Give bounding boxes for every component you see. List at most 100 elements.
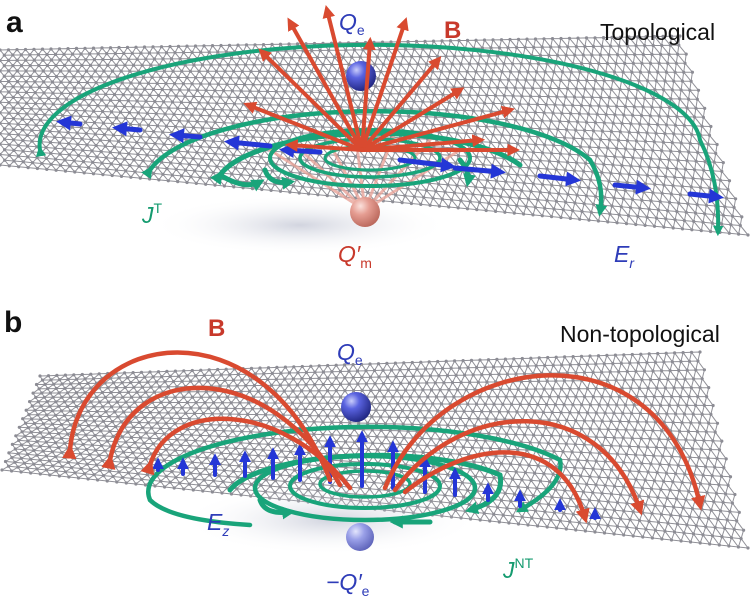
lattice-atom xyxy=(319,186,323,190)
lattice-atom xyxy=(642,148,646,152)
lattice-atom xyxy=(407,114,411,118)
lattice-atom xyxy=(321,433,325,437)
lattice-atom xyxy=(368,375,373,379)
lattice-atom xyxy=(256,389,260,393)
lattice-atom xyxy=(226,435,230,439)
lattice-atom xyxy=(208,82,212,86)
lattice-atom xyxy=(704,465,708,469)
lattice-atom xyxy=(520,157,524,162)
lattice-atom xyxy=(303,407,308,411)
lattice-atom xyxy=(728,510,732,514)
lattice-atom xyxy=(2,106,7,110)
lattice-atom xyxy=(682,70,686,74)
lattice-atom xyxy=(602,121,606,125)
lattice-atom xyxy=(53,146,57,150)
lattice-atom xyxy=(233,458,237,462)
lattice-atom xyxy=(688,455,692,459)
lattice-atom xyxy=(118,390,122,394)
lattice-atom xyxy=(569,497,573,501)
lattice-atom xyxy=(559,496,564,500)
lattice-atom xyxy=(696,395,700,399)
lattice-atom xyxy=(725,518,729,522)
lattice-atom xyxy=(630,436,634,440)
lattice-atom xyxy=(608,212,612,216)
lattice-atom xyxy=(600,515,604,519)
lattice-atom xyxy=(558,119,562,123)
lattice-atom xyxy=(232,69,236,73)
lattice-atom xyxy=(54,157,58,161)
lattice-atom xyxy=(204,428,208,432)
lattice-atom xyxy=(54,168,58,172)
lattice-atom xyxy=(118,405,122,409)
lattice-atom xyxy=(330,125,334,129)
lattice-atom xyxy=(80,137,84,141)
lattice-atom xyxy=(163,112,167,116)
lattice-atom xyxy=(252,383,256,388)
lattice-atom xyxy=(177,149,181,153)
lattice-atom xyxy=(429,437,433,441)
lattice-atom xyxy=(552,449,556,453)
lattice-atom xyxy=(127,57,131,61)
lattice-atom xyxy=(164,124,169,128)
lattice-atom xyxy=(678,150,682,154)
lattice-atom xyxy=(254,76,258,80)
lattice-atom xyxy=(480,109,484,113)
lattice-atom xyxy=(700,377,704,381)
lattice-atom xyxy=(446,423,450,427)
lattice-atom xyxy=(474,38,478,42)
lattice-atom xyxy=(615,221,619,225)
lattice-atom xyxy=(136,446,141,450)
lattice-atom xyxy=(478,358,482,362)
lattice-atom xyxy=(735,519,739,523)
lattice-atom xyxy=(159,479,163,483)
lattice-atom xyxy=(510,477,515,481)
lattice-atom xyxy=(513,118,518,122)
lattice-atom xyxy=(547,418,551,422)
lattice-atom xyxy=(278,189,283,193)
lattice-atom xyxy=(606,403,610,407)
lattice-atom xyxy=(217,434,221,438)
lattice-atom xyxy=(43,113,47,117)
lattice-atom xyxy=(711,439,715,443)
lattice-atom xyxy=(295,407,299,411)
lattice-atom xyxy=(317,364,321,368)
lattice-atom xyxy=(531,118,535,122)
lattice-atom xyxy=(395,121,399,125)
lattice-atom xyxy=(176,75,180,79)
lattice-atom xyxy=(351,376,355,380)
lattice-atom xyxy=(663,446,668,450)
lattice-atom xyxy=(591,202,596,206)
lattice-atom xyxy=(417,395,421,399)
lattice-atom xyxy=(17,438,21,442)
lattice-atom xyxy=(422,402,426,406)
lattice-atom xyxy=(152,390,156,394)
lattice-atom xyxy=(283,479,287,483)
lattice-atom xyxy=(139,51,143,55)
lattice-atom xyxy=(542,37,546,41)
lattice-atom xyxy=(259,103,263,107)
lattice-atom xyxy=(627,172,631,176)
lattice-atom xyxy=(513,395,517,399)
lattice-atom xyxy=(84,433,88,437)
lattice-atom xyxy=(667,463,671,467)
lattice-atom xyxy=(173,125,178,129)
lattice-atom xyxy=(151,87,156,91)
lattice-atom xyxy=(163,485,167,489)
lattice-atom xyxy=(695,97,699,101)
lattice-atom xyxy=(132,385,136,389)
lattice-atom xyxy=(550,78,554,82)
lattice-atom xyxy=(531,86,535,90)
lattice-atom xyxy=(447,100,451,104)
lattice-atom xyxy=(174,475,178,479)
lattice-atom xyxy=(645,215,649,219)
lattice-atom xyxy=(227,423,231,427)
lattice-atom xyxy=(489,109,493,113)
lattice-atom xyxy=(462,495,466,499)
lattice-atom xyxy=(98,400,102,404)
lattice-atom xyxy=(114,116,119,120)
lattice-atom xyxy=(185,107,189,111)
lattice-atom xyxy=(597,451,601,455)
shadow-a xyxy=(150,195,450,255)
lattice-atom xyxy=(128,163,132,168)
lattice-atom xyxy=(577,185,581,189)
